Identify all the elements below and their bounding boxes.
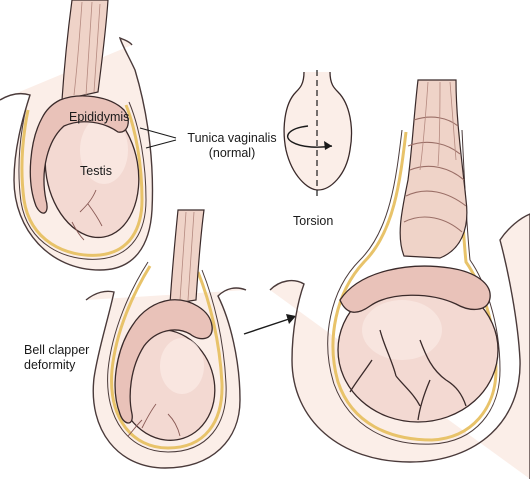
- torsion-rotation-arrow: [287, 125, 333, 148]
- torsed-tunica-layer: [331, 131, 498, 442]
- epididymis-label: Epididymis: [69, 110, 130, 124]
- torsed-spermatic-cord: [399, 79, 468, 259]
- bell-label-line1: Bell clapper: [24, 343, 90, 357]
- bell-clapper-label: Bell clapper deformity: [24, 343, 89, 373]
- cord-twist-lines: [403, 116, 467, 233]
- torsed-testis-panel: [269, 79, 530, 479]
- tunica-label-line1: Tunica vaginalis: [187, 131, 277, 145]
- bell-clapper-panel: [85, 209, 296, 469]
- torsed-epididymis: [339, 265, 491, 313]
- torsed-congested-vessels: [349, 329, 467, 421]
- bell-label-line2: deformity: [24, 358, 76, 372]
- progression-arrow: [243, 317, 293, 335]
- torsed-tunica-outline: [327, 129, 501, 445]
- torsion-icon: [283, 70, 353, 196]
- tunica-callout-lines: [139, 127, 177, 149]
- torsion-testis-shape: [283, 71, 353, 191]
- normal-tunica-outline: [18, 101, 147, 260]
- normal-epididymis: [29, 95, 129, 214]
- testis-label: Testis: [80, 164, 112, 178]
- normal-tunica-layer: [20, 104, 144, 257]
- torsion-label: Torsion: [293, 214, 334, 228]
- bell-epididymis: [114, 299, 213, 424]
- bell-spermatic-cord: [169, 209, 205, 305]
- normal-anatomy-panel: [0, 0, 177, 271]
- tunica-label-line2: (normal): [208, 146, 256, 160]
- bell-tunica-layer: [110, 265, 224, 450]
- torsed-scrotum-outline: [269, 213, 530, 479]
- tunica-vaginalis-label: Tunica vaginalis (normal): [177, 131, 287, 161]
- bell-tunica-outline: [107, 261, 227, 453]
